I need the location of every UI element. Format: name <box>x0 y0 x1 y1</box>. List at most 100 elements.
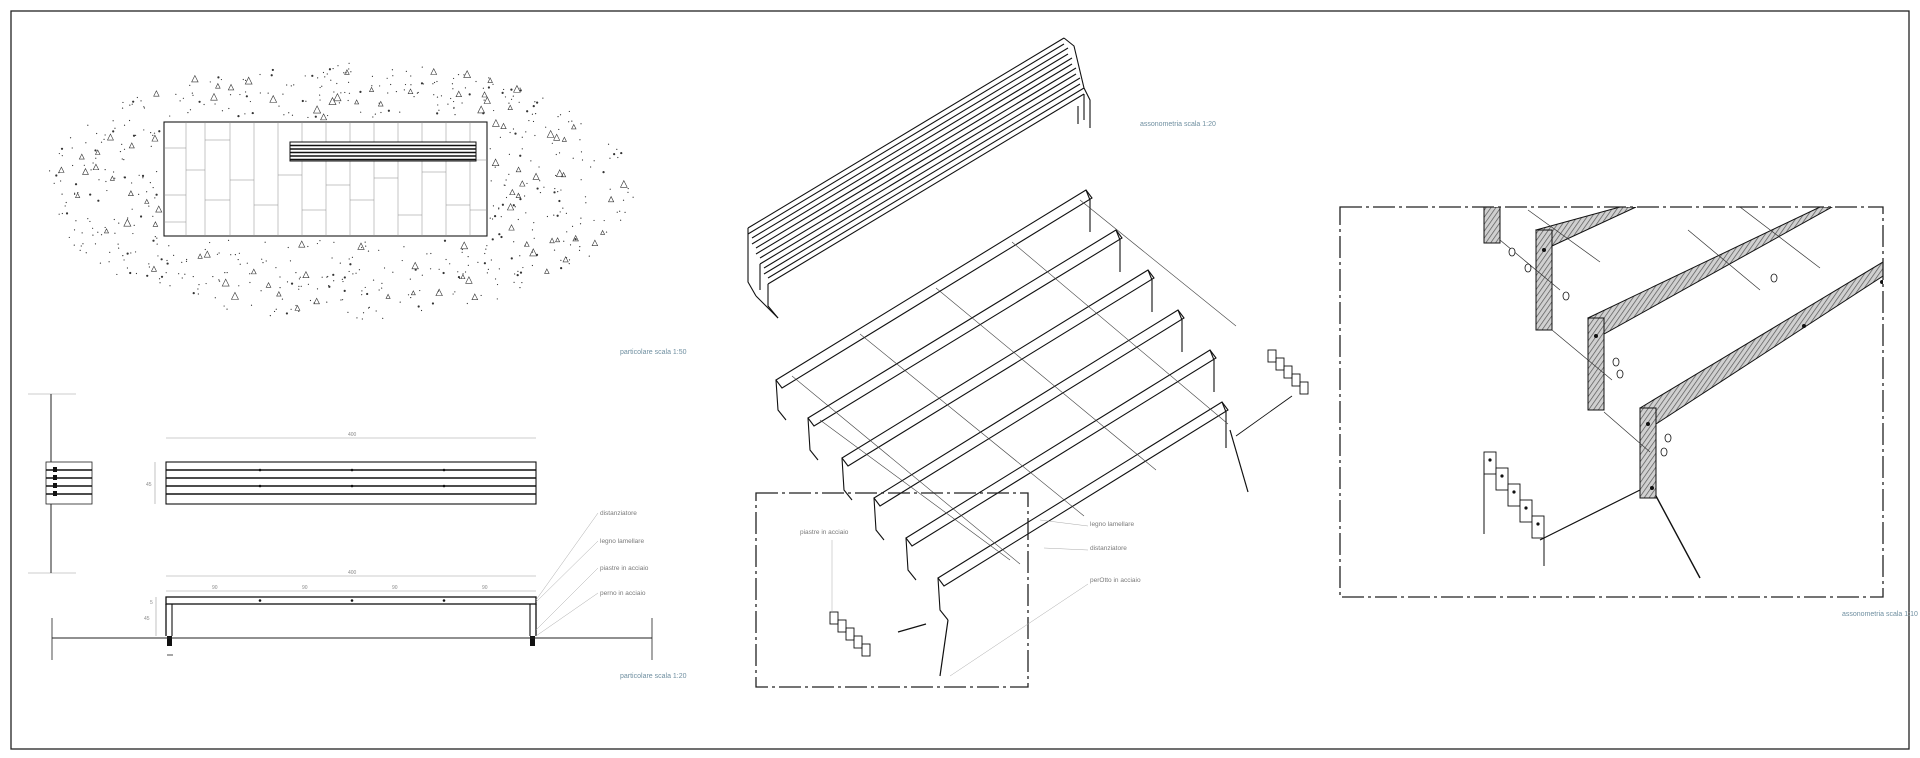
gravel-dot <box>513 241 515 243</box>
gravel-dot <box>468 93 471 96</box>
gravel-dot <box>132 100 135 103</box>
gravel-dot <box>169 115 171 117</box>
gravel-dot <box>485 248 487 250</box>
gravel-dot <box>609 188 611 190</box>
gravel-dot <box>85 252 87 254</box>
gravel-dot <box>498 208 500 210</box>
gravel-dot <box>55 174 58 177</box>
gravel-dot <box>112 130 115 133</box>
gravel-dot <box>498 268 500 270</box>
gravel-stone <box>75 192 81 198</box>
gravel-dot <box>535 253 539 256</box>
gravel-dot <box>553 191 556 194</box>
gravel-dot <box>152 239 155 242</box>
gravel-dot <box>593 160 595 162</box>
gravel-dot <box>461 248 463 251</box>
gravel-dot <box>526 110 529 113</box>
gravel-dot <box>119 150 122 153</box>
svg-text:distanziatore: distanziatore <box>600 510 637 517</box>
gravel-dot <box>503 184 505 186</box>
gravel-dot <box>343 289 346 292</box>
gravel-dot <box>381 282 383 284</box>
gravel-dot <box>438 109 440 111</box>
gravel-stone <box>407 88 414 94</box>
gravel-dot <box>380 111 382 114</box>
gravel-dot <box>259 73 261 76</box>
gravel-dot <box>290 282 294 285</box>
gravel-dot <box>249 273 251 275</box>
gravel-dot <box>275 308 277 310</box>
gravel-stone <box>227 83 235 91</box>
gravel-dot <box>129 104 131 106</box>
gravel-dot <box>568 259 571 261</box>
gravel-dot <box>484 252 486 255</box>
gravel-dot <box>234 254 236 256</box>
svg-text:5: 5 <box>150 600 153 606</box>
gravel-dot <box>289 260 292 262</box>
gravel-dot <box>429 268 432 270</box>
gravel-dot <box>123 159 125 161</box>
gravel-dot <box>239 93 241 96</box>
gravel-dot <box>519 255 521 257</box>
gravel-dot <box>229 94 232 96</box>
gravel-dot <box>117 243 119 245</box>
gravel-dot <box>116 273 118 276</box>
gravel-dot <box>454 114 456 116</box>
gravel-dot <box>237 115 240 118</box>
gravel-dot <box>244 79 247 81</box>
gravel-dot <box>226 271 228 274</box>
caption-axo-detail: assonometria scala 1:10 <box>1842 611 1918 618</box>
gravel-dot <box>139 215 143 218</box>
gravel-dot <box>99 262 102 264</box>
gravel-stone <box>109 175 115 181</box>
gravel-stone <box>357 242 365 250</box>
gravel-dot <box>74 192 76 194</box>
gravel-dot <box>372 279 375 281</box>
gravel-dot <box>387 92 389 94</box>
gravel-dot <box>209 241 211 244</box>
gravel-dot <box>489 148 491 150</box>
gravel-dot <box>516 274 519 277</box>
svg-text:45: 45 <box>144 616 150 622</box>
gravel-dot <box>366 292 369 296</box>
gravel-dot <box>571 225 574 228</box>
gravel-dot <box>390 83 392 86</box>
gravel-dot <box>126 252 129 255</box>
gravel-dot <box>316 242 319 245</box>
gravel-dot <box>75 220 77 222</box>
gravel-stone <box>519 180 526 187</box>
gravel-dot <box>154 236 156 238</box>
gravel-dot <box>290 85 292 87</box>
gravel-dot <box>214 297 216 299</box>
gravel-dot <box>372 116 374 118</box>
gravel-dot <box>288 112 290 114</box>
gravel-dot <box>138 193 140 195</box>
gravel-dot <box>186 258 188 261</box>
svg-text:piastre in acciaio: piastre in acciaio <box>800 529 849 536</box>
gravel-dot <box>295 272 297 274</box>
gravel-dot <box>457 73 460 76</box>
gravel-dot <box>150 132 152 134</box>
gravel-dot <box>462 273 464 275</box>
gravel-dot <box>607 143 610 145</box>
gravel-dot <box>143 106 145 108</box>
gravel-dot <box>158 130 161 133</box>
gravel-stone <box>244 76 253 85</box>
gravel-dot <box>375 310 377 312</box>
gravel-dot <box>60 180 62 182</box>
gravel-dot <box>100 234 103 236</box>
gravel-dot <box>300 285 302 287</box>
bench-top-view: 400 45 <box>146 432 537 505</box>
gravel-dot <box>378 289 380 291</box>
gravel-dot <box>249 100 251 103</box>
gravel-dot <box>486 272 488 274</box>
gravel-dot <box>131 182 133 184</box>
gravel-stone <box>265 281 272 288</box>
gravel-dot <box>414 268 417 271</box>
gravel-dot <box>114 232 116 234</box>
gravel-dot <box>281 298 284 300</box>
gravel-dot <box>131 103 133 105</box>
gravel-dot <box>371 75 374 77</box>
gravel-dot <box>249 281 251 284</box>
gravel-stone <box>103 228 110 234</box>
